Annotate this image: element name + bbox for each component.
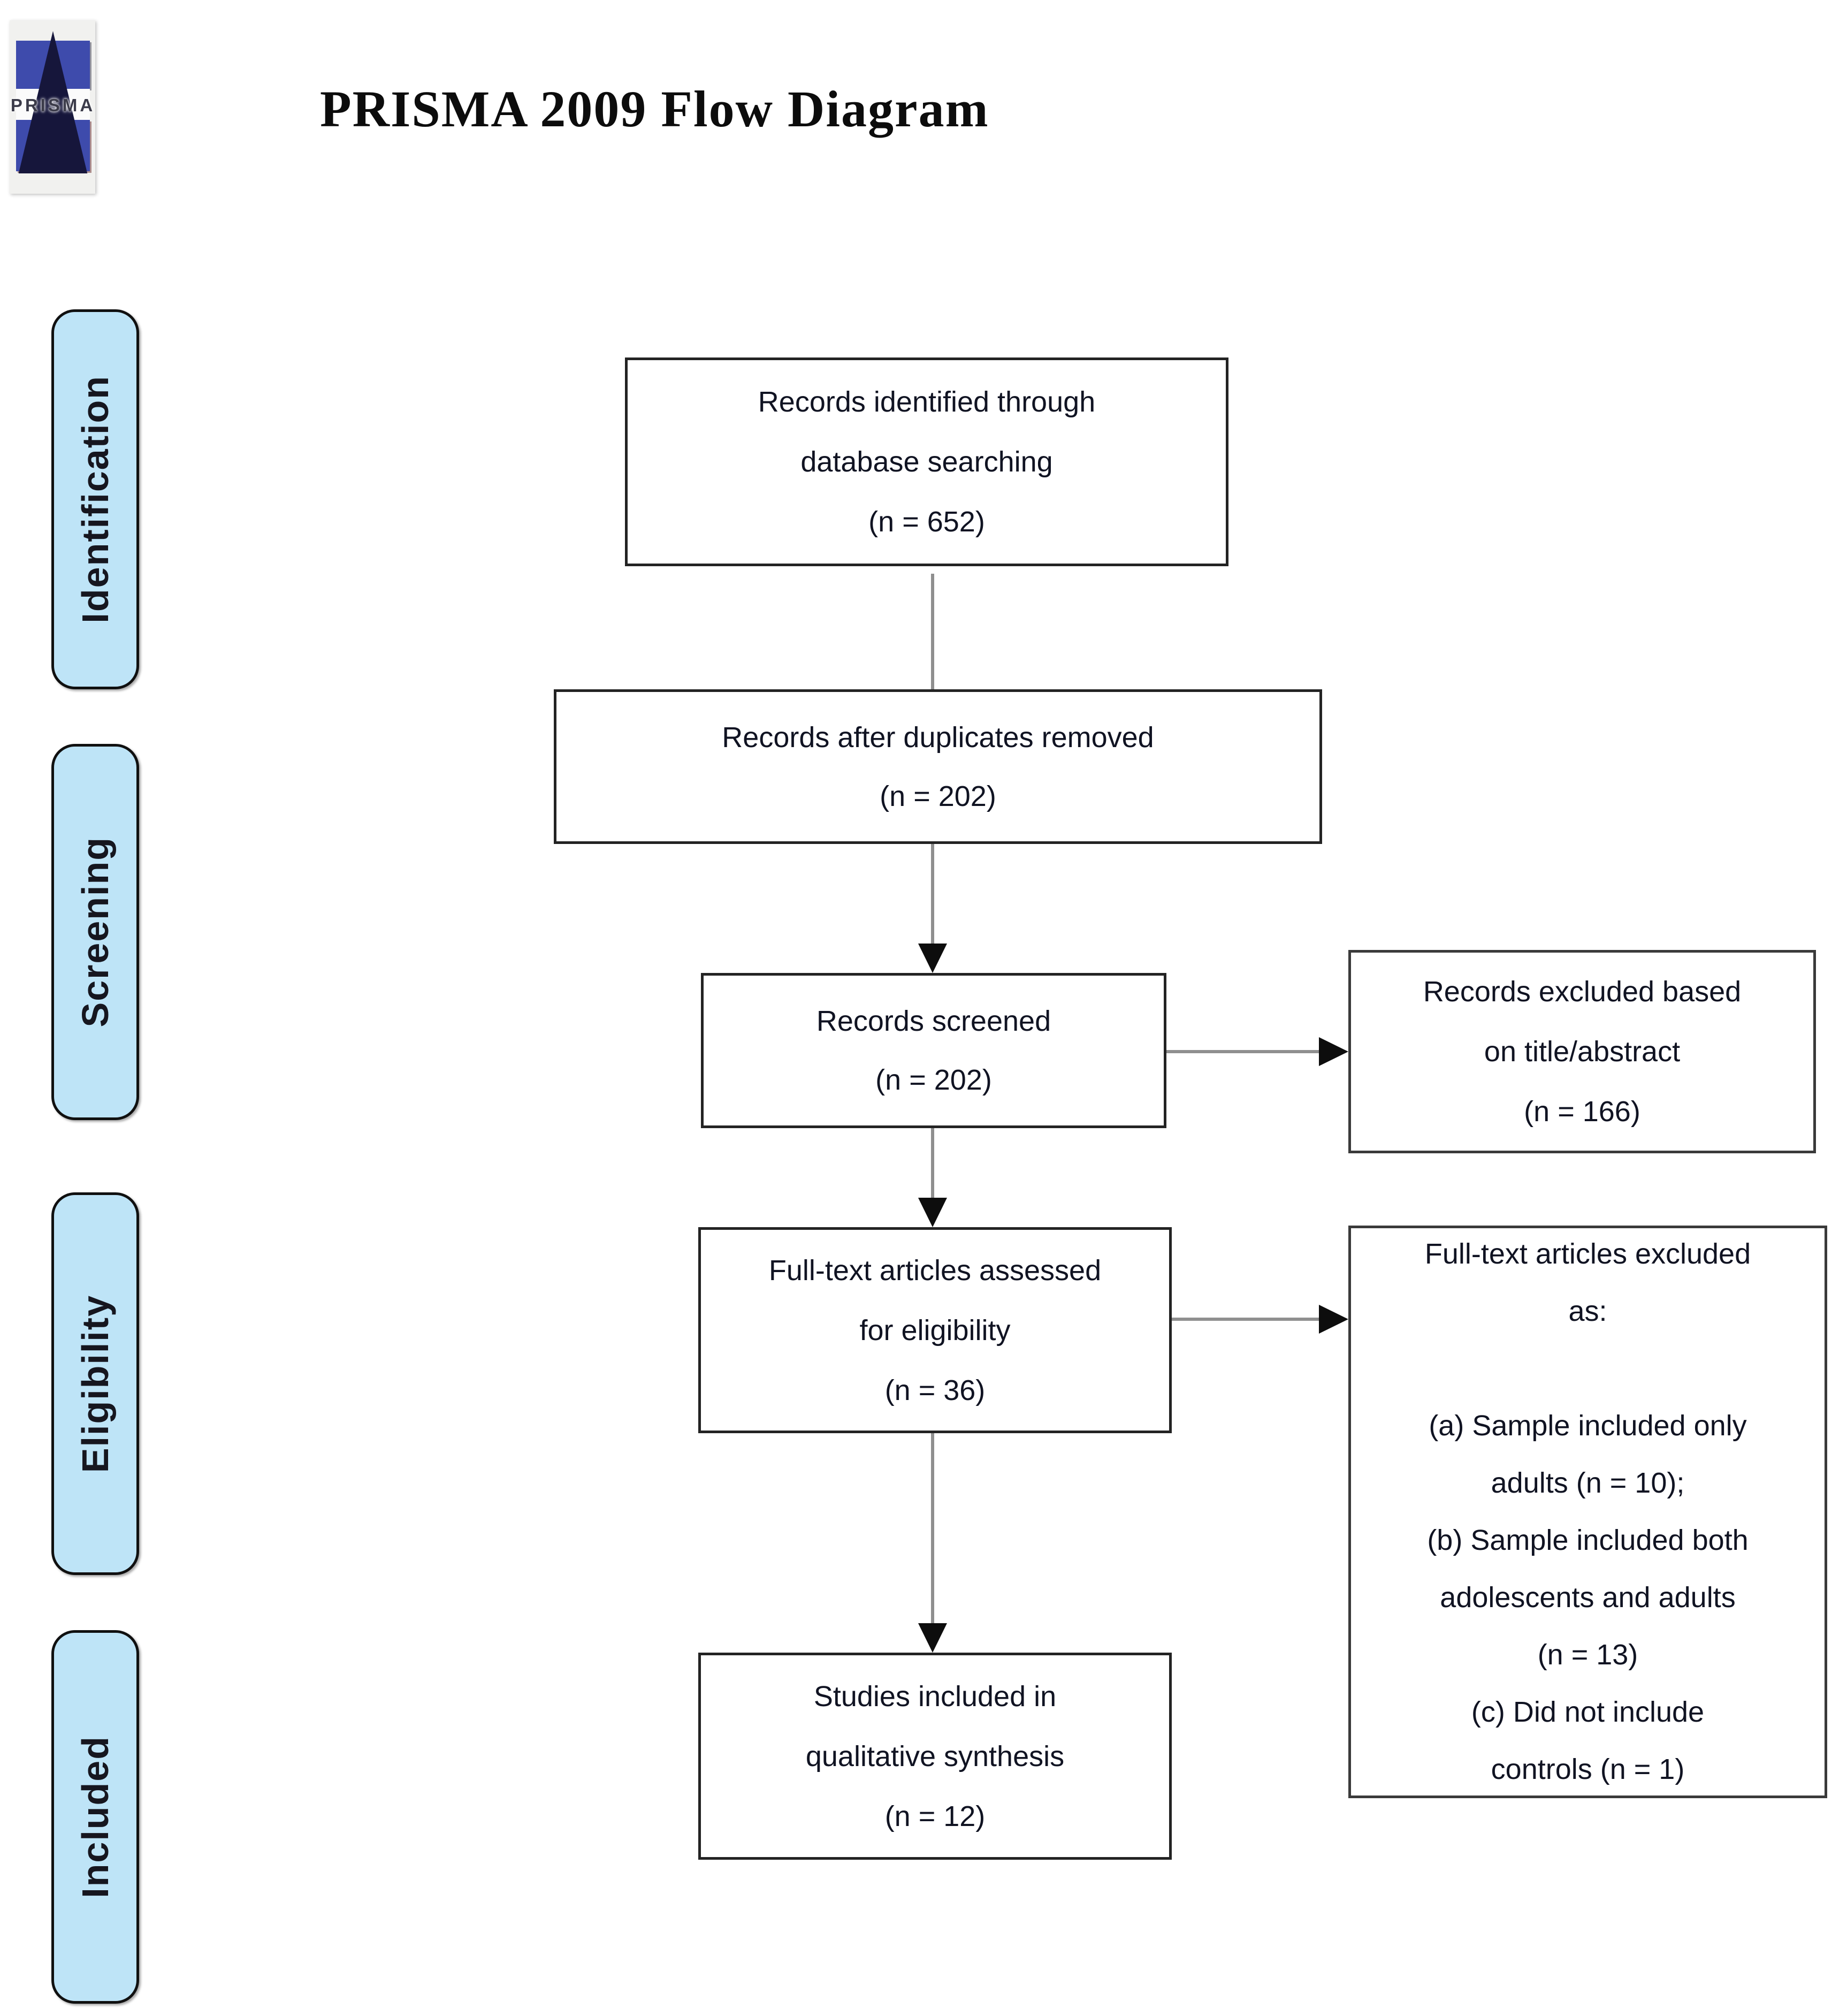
node-text-line: Records identified through (758, 386, 1096, 418)
node-count: (n = 652) (868, 506, 985, 538)
prisma-logo: PRISMA (10, 20, 95, 194)
node-text-line: (b) Sample included both (1427, 1524, 1749, 1556)
connector-fulltext-to-excluded (1172, 1318, 1319, 1321)
node-text-line: controls (n = 1) (1491, 1753, 1685, 1785)
node-records-screened: Records screened (n = 202) (701, 973, 1166, 1128)
connector-fulltext-to-included (931, 1433, 934, 1623)
node-text-line: (c) Did not include (1471, 1696, 1705, 1728)
logo-wordmark: PRISMA (10, 95, 96, 115)
node-text-line: (a) Sample included only (1429, 1410, 1747, 1442)
node-studies-included: Studies included in qualitative synthesi… (698, 1653, 1172, 1860)
node-text-line: as: (1568, 1295, 1607, 1327)
node-text-line: qualitative synthesis (805, 1740, 1065, 1772)
node-count: (n = 202) (875, 1064, 992, 1096)
arrowhead-down-icon (918, 1623, 947, 1653)
node-text-line: on title/abstract (1484, 1036, 1681, 1068)
connector-screened-to-fulltext (931, 1128, 934, 1198)
node-records-identified: Records identified through database sear… (625, 357, 1228, 566)
node-text-line: Records excluded based (1423, 976, 1742, 1008)
stage-label-text: Identification (74, 375, 116, 623)
node-text-line: Full-text articles excluded (1424, 1238, 1751, 1270)
node-count: (n = 36) (884, 1374, 986, 1406)
node-text-line: adults (n = 10); (1491, 1467, 1685, 1499)
node-records-after-duplicates: Records after duplicates removed (n = 20… (554, 689, 1322, 844)
node-count: (n = 166) (1524, 1096, 1640, 1128)
node-text-line: (n = 13) (1537, 1639, 1638, 1671)
node-records-excluded-title-abstract: Records excluded based on title/abstract… (1348, 950, 1816, 1153)
node-fulltext-assessed: Full-text articles assessed for eligibil… (698, 1227, 1172, 1433)
arrowhead-right-icon (1319, 1305, 1348, 1334)
stage-label-eligibility: Eligibility (51, 1192, 139, 1575)
connector-identified-to-duplicates (931, 574, 934, 689)
stage-label-text: Screening (74, 836, 116, 1028)
stage-label-screening: Screening (51, 744, 139, 1120)
node-text-line: adolescents and adults (1440, 1581, 1736, 1614)
node-text-line: Records after duplicates removed (722, 721, 1154, 754)
node-text-line: Records screened (816, 1005, 1051, 1037)
stage-label-identification: Identification (51, 309, 139, 689)
connector-screened-to-excluded (1166, 1050, 1319, 1053)
arrowhead-down-icon (918, 1198, 947, 1227)
arrowhead-right-icon (1319, 1037, 1348, 1066)
node-text-line: Studies included in (813, 1680, 1057, 1713)
node-text-line: database searching (800, 446, 1053, 478)
connector-duplicates-to-screened (931, 844, 934, 944)
stage-label-text: Eligibility (74, 1294, 116, 1473)
node-text-line: for eligibility (859, 1314, 1011, 1346)
node-count: (n = 202) (880, 780, 996, 812)
node-fulltext-excluded-reasons: Full-text articles excluded as: (a) Samp… (1348, 1226, 1827, 1798)
page-title: PRISMA 2009 Flow Diagram (320, 80, 989, 138)
arrowhead-down-icon (918, 944, 947, 973)
stage-label-included: Included (51, 1630, 139, 2004)
stage-label-text: Included (74, 1736, 116, 1898)
node-text-line: Full-text articles assessed (768, 1254, 1102, 1287)
node-count: (n = 12) (884, 1800, 986, 1832)
